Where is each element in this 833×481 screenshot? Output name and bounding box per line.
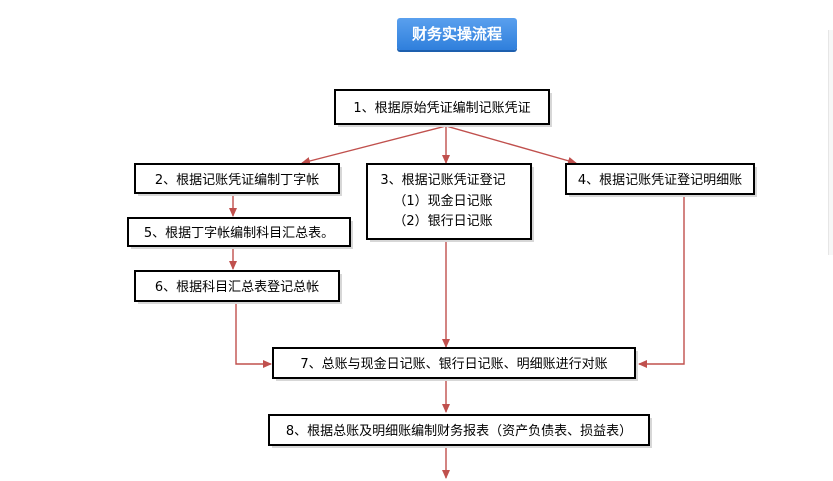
node-1-label: 1、根据原始凭证编制记账凭证	[353, 101, 530, 116]
edges	[229, 125, 685, 479]
node-1: 1、根据原始凭证编制记账凭证	[334, 89, 552, 127]
node-2-label: 2、根据记账凭证编制丁字帐	[155, 173, 319, 188]
node-8-label: 8、根据总账及明细账编制财务报表（资产负债表、损益表）	[286, 423, 632, 439]
node-5: 5、根据丁字帐编制科目汇总表。	[127, 217, 353, 249]
side-scroll-strip	[828, 30, 833, 255]
node-7: 7、总账与现金日记账、银行日记账、明细账进行对账	[272, 347, 638, 381]
node-3-title: 3、根据记账凭证登记	[380, 173, 505, 188]
node-3-sub-bank: （2）银行日记账	[393, 214, 492, 229]
node-2: 2、根据记账凭证编制丁字帐	[134, 163, 342, 196]
edge-1-2	[301, 125, 447, 165]
node-6-label: 6、根据科目汇总表登记总帐	[155, 280, 319, 295]
node-5-label: 5、根据丁字帐编制科目汇总表。	[144, 226, 334, 241]
node-4: 4、根据记账凭证登记明细账	[565, 163, 757, 197]
page-title: 财务实操流程	[397, 18, 517, 50]
edge-6-7	[235, 302, 272, 368]
node-6: 6、根据科目汇总表登记总帐	[134, 270, 342, 304]
node-4-label: 4、根据记账凭证登记明细账	[578, 173, 742, 188]
node-7-label: 7、总账与现金日记账、银行日记账、明细账进行对账	[300, 356, 607, 372]
node-3-sub-cash: （1）现金日记账	[393, 193, 492, 209]
node-3: 3、根据记账凭证登记 （1）现金日记账 （2）银行日记账	[366, 163, 534, 242]
edge-1-4	[445, 125, 577, 165]
edge-4-7	[638, 197, 685, 368]
node-8: 8、根据总账及明细账编制财务报表（资产负债表、损益表）	[268, 414, 652, 448]
